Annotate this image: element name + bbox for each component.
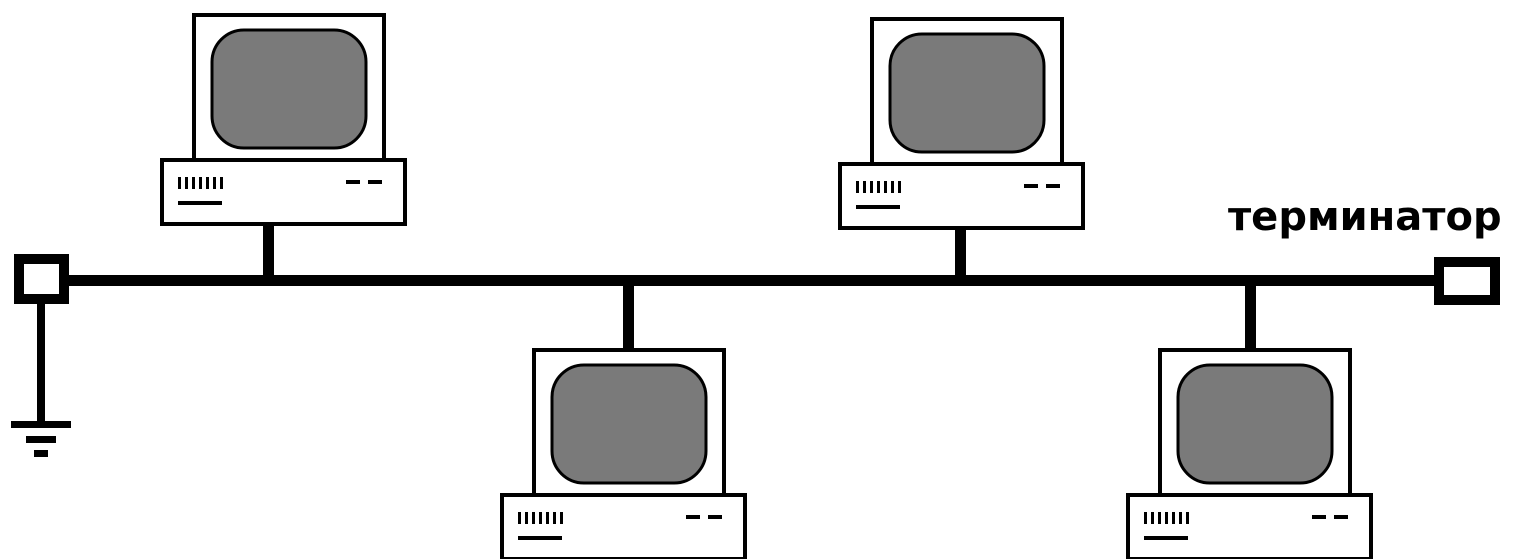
- indicator-1: [686, 515, 700, 519]
- drive-slot: [856, 205, 900, 209]
- drop-cable-2: [955, 228, 966, 280]
- system-unit: [500, 493, 747, 559]
- indicator-2: [368, 180, 382, 184]
- vent-slots: [1144, 512, 1189, 524]
- drive-slot: [1144, 536, 1188, 540]
- indicator-2: [1046, 184, 1060, 188]
- right-terminator: [1434, 257, 1500, 305]
- vent-slots: [178, 177, 223, 189]
- drop-cable-3: [623, 280, 634, 352]
- screen: [210, 28, 368, 150]
- drive-slot: [178, 201, 222, 205]
- indicator-2: [1334, 515, 1348, 519]
- ground-symbol: [11, 299, 71, 457]
- drop-cable-4: [1245, 280, 1256, 352]
- computer-4: [1126, 348, 1373, 559]
- indicator-1: [1024, 184, 1038, 188]
- indicator-2: [708, 515, 722, 519]
- indicator-1: [346, 180, 360, 184]
- bus-cable: [60, 275, 1445, 286]
- terminator-label: терминатор: [1228, 194, 1502, 240]
- drive-slot: [518, 536, 562, 540]
- system-unit: [1126, 493, 1373, 559]
- computer-3: [500, 348, 747, 559]
- system-unit: [838, 162, 1085, 230]
- left-terminator: [14, 254, 69, 304]
- indicator-1: [1312, 515, 1326, 519]
- computer-2: [838, 17, 1085, 230]
- drop-cable-1: [263, 224, 274, 280]
- screen: [1176, 363, 1334, 485]
- system-unit: [160, 158, 407, 226]
- computer-1: [160, 13, 407, 226]
- screen: [888, 32, 1046, 154]
- vent-slots: [856, 181, 901, 193]
- vent-slots: [518, 512, 563, 524]
- screen: [550, 363, 708, 485]
